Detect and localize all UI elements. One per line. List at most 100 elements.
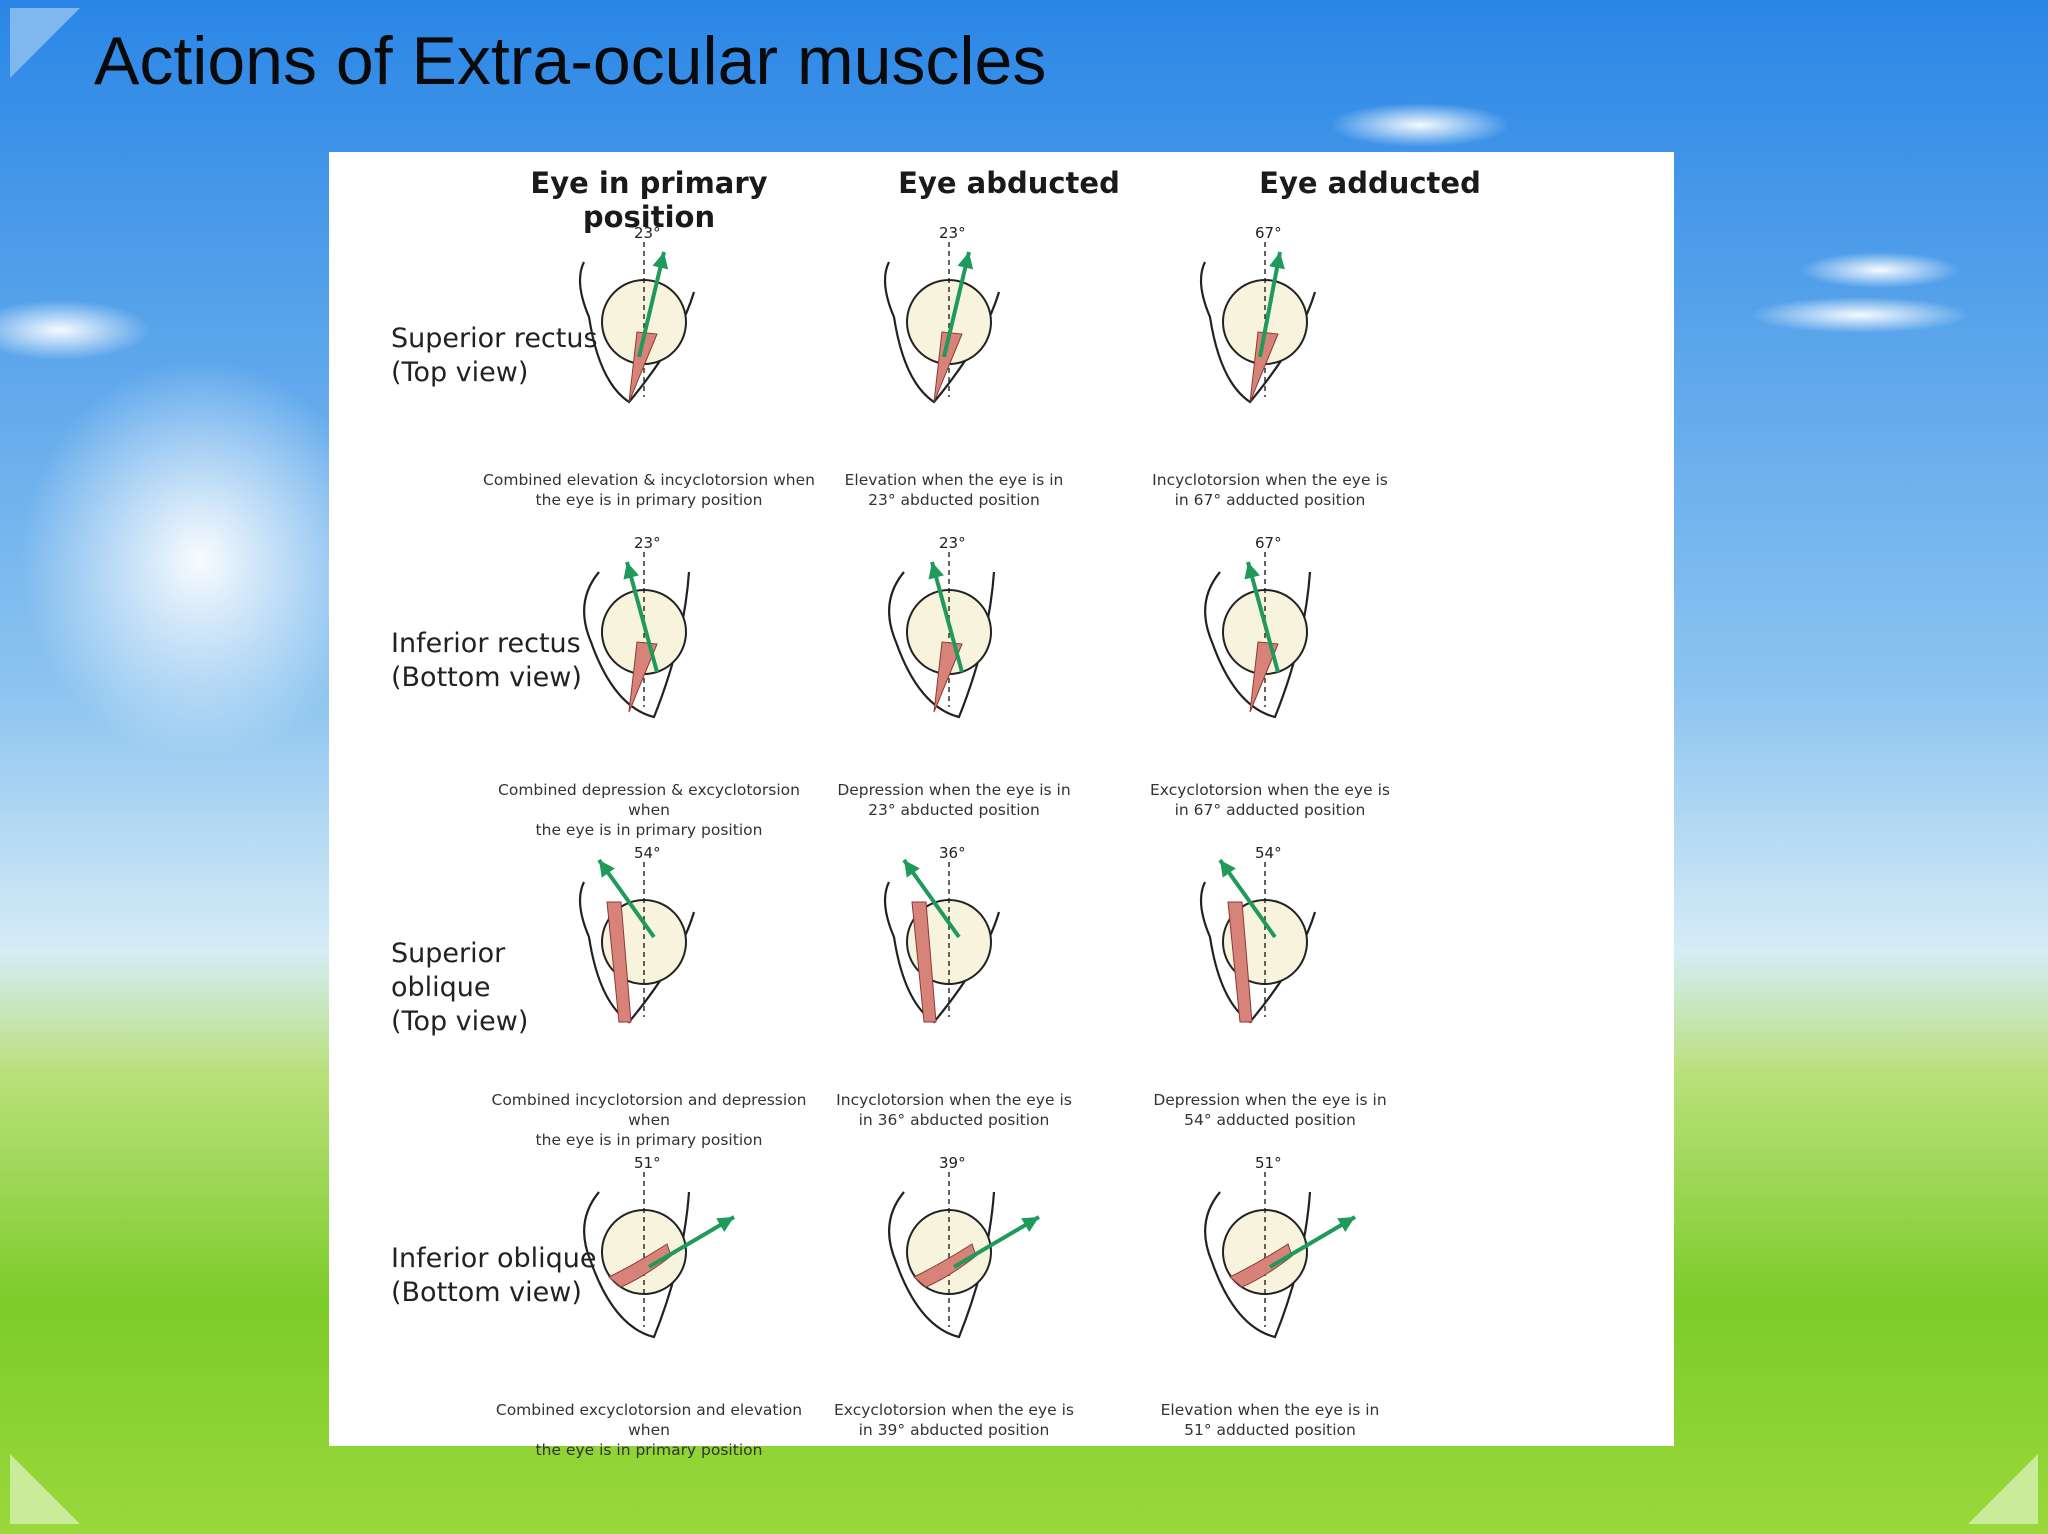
caption-line: Elevation when the eye is in xyxy=(844,471,1064,489)
row-label-name: Inferior rectus xyxy=(391,628,581,659)
angle-label: 67° xyxy=(1255,534,1282,552)
angle-label: 23° xyxy=(634,224,661,242)
caption-line: Combined depression & excyclotorsion whe… xyxy=(498,781,800,819)
diagram-caption: Excyclotorsion when the eye is in 67° add… xyxy=(1100,780,1440,820)
caption-line: Elevation when the eye is in xyxy=(1160,1401,1380,1419)
action-arrow xyxy=(647,1215,736,1269)
diagram-cell-r0-c1: 23° Elevation when the eye is in 23° abduc… xyxy=(784,222,1124,512)
arrow-head xyxy=(957,252,974,270)
angle-label: 23° xyxy=(939,224,966,242)
arrow-head xyxy=(623,562,639,580)
muscle xyxy=(933,641,963,713)
arrow-head xyxy=(716,1217,734,1233)
action-arrow xyxy=(1246,561,1280,673)
row-label-inferior-rectus: Inferior rectus (Bottom view) xyxy=(391,627,611,695)
muscle xyxy=(608,1243,672,1288)
caption-line: 23° abducted position xyxy=(868,801,1040,819)
row-label-name: Superior oblique xyxy=(391,938,506,1003)
caption-line: in 67° adducted position xyxy=(1174,801,1366,819)
muscle xyxy=(1229,1243,1293,1288)
muscle xyxy=(628,641,658,713)
diagram-cell-r1-c0: 23° Combined depression & excyclotorsion … xyxy=(479,532,819,839)
eye-muscle-diagram: 39° xyxy=(888,1154,1041,1339)
arrow-head xyxy=(1244,562,1260,580)
row-label-view: (Bottom view) xyxy=(391,662,582,693)
row-label-inferior-oblique: Inferior oblique (Bottom view) xyxy=(391,1242,611,1310)
caption-line: Incyclotorsion when the eye is xyxy=(836,1091,1072,1109)
column-header-abducted: Eye abducted xyxy=(898,166,1120,200)
caption-line: Combined excyclotorsion and elevation wh… xyxy=(495,1401,803,1439)
caption-line: 23° abducted position xyxy=(868,491,1040,509)
caption-line: in 39° abducted position xyxy=(858,1421,1050,1439)
angle-label: 67° xyxy=(1255,224,1282,242)
angle-label: 23° xyxy=(939,534,966,552)
caption-line: the eye is in primary position xyxy=(535,1131,763,1149)
column-header-adducted: Eye adducted xyxy=(1259,166,1481,200)
caption-line: 54° adducted position xyxy=(1184,1111,1356,1129)
arrow-head xyxy=(904,860,920,878)
eye-muscle-diagram: 67° xyxy=(1199,224,1317,404)
action-arrow xyxy=(637,251,666,358)
caption-line: the eye is in primary position xyxy=(535,1441,763,1459)
muscle xyxy=(1249,641,1279,713)
muscle xyxy=(628,331,658,403)
eye-muscle-diagram: 23° xyxy=(578,224,696,404)
arrow-head xyxy=(1337,1217,1355,1233)
arrow-head xyxy=(652,252,669,270)
eye-muscle-diagram: 54° xyxy=(578,844,696,1024)
arrow-head xyxy=(599,860,615,878)
arrow-head xyxy=(1021,1217,1039,1233)
angle-label: 23° xyxy=(634,534,661,552)
action-arrow xyxy=(625,561,659,673)
eye-muscle-diagram: 51° xyxy=(583,1154,736,1339)
diagram-cell-r0-c2: 67° Incyclotorsion when the eye is in 67° … xyxy=(1100,222,1440,512)
caption-line: Combined elevation & incyclotorsion when xyxy=(483,471,815,489)
diagram-caption: Depression when the eye is in 23° abducte… xyxy=(784,780,1124,820)
eye-muscle-diagram: 23° xyxy=(883,224,1001,404)
arrow-head xyxy=(928,562,944,580)
caption-line: Depression when the eye is in xyxy=(837,781,1071,799)
caption-line: Excyclotorsion when the eye is xyxy=(1150,781,1390,799)
corner-decoration-bottom-left xyxy=(10,1454,80,1524)
diagram-caption: Elevation when the eye is in 23° abducted… xyxy=(784,470,1124,510)
muscle xyxy=(1227,901,1253,1023)
slide-title: Actions of Extra-ocular muscles xyxy=(94,23,1047,99)
caption-line: in 36° abducted position xyxy=(858,1111,1050,1129)
row-label-name: Inferior oblique xyxy=(391,1243,597,1274)
eye-muscle-diagram: 36° xyxy=(883,844,1001,1024)
diagram-caption: Combined excyclotorsion and elevation wh… xyxy=(479,1400,819,1460)
row-label-view: (Bottom view) xyxy=(391,1277,582,1308)
eye-muscle-diagram: 54° xyxy=(1199,844,1317,1024)
row-label-superior-rectus: Superior rectus (Top view) xyxy=(391,322,611,390)
muscle xyxy=(606,901,632,1023)
caption-line: Combined incyclotorsion and depression w… xyxy=(491,1091,807,1129)
corner-decoration-bottom-right xyxy=(1968,1454,2038,1524)
eye-muscle-diagram: 67° xyxy=(1204,534,1312,719)
eye-muscle-diagram: 23° xyxy=(888,534,996,719)
diagram-panel: Eye in primary position Eye abducted Eye… xyxy=(329,152,1674,1459)
diagram-cell-r1-c1: 23° Depression when the eye is in 23° abdu… xyxy=(784,532,1124,822)
diagram-cell-r3-c2: 51° Elevation when the eye is in 51° adduc… xyxy=(1100,1152,1440,1442)
diagram-caption: Elevation when the eye is in 51° adducted… xyxy=(1100,1400,1440,1440)
eye-muscle-diagram: 51° xyxy=(1204,1154,1357,1339)
row-label-view: (Top view) xyxy=(391,1006,529,1037)
muscle xyxy=(1249,331,1279,403)
angle-label: 54° xyxy=(1255,844,1282,862)
caption-line: Excyclotorsion when the eye is xyxy=(834,1401,1074,1419)
arrow-head xyxy=(1220,860,1236,878)
muscle xyxy=(913,1243,977,1288)
caption-line: Incyclotorsion when the eye is xyxy=(1152,471,1388,489)
caption-line: in 67° adducted position xyxy=(1174,491,1366,509)
diagram-cell-r3-c1: 39° Excyclotorsion when the eye is in 39° … xyxy=(784,1152,1124,1442)
caption-line: the eye is in primary position xyxy=(535,821,763,839)
angle-label: 51° xyxy=(634,1154,661,1172)
action-arrow xyxy=(1268,1215,1357,1269)
diagram-caption: Incyclotorsion when the eye is in 36° abd… xyxy=(784,1090,1124,1130)
angle-label: 51° xyxy=(1255,1154,1282,1172)
action-arrow xyxy=(952,1215,1041,1269)
caption-line: 51° adducted position xyxy=(1184,1421,1356,1439)
action-arrow xyxy=(930,561,964,673)
action-arrow xyxy=(942,251,971,358)
